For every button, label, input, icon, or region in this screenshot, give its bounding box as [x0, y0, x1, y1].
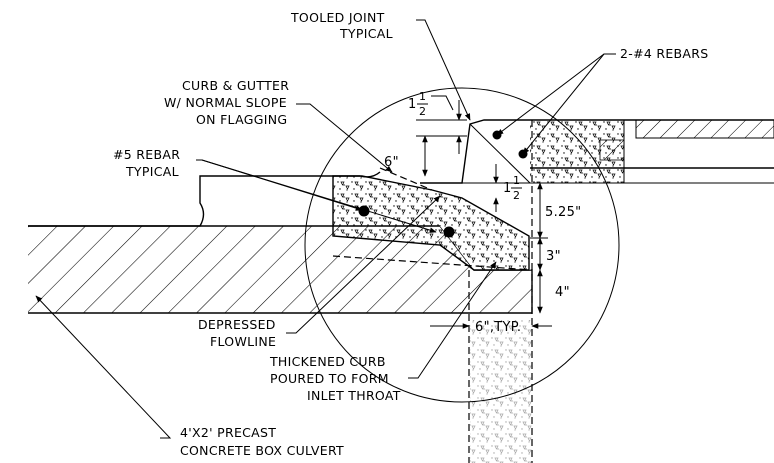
dimension-text: 2	[513, 189, 520, 202]
thickened-line3: INLET THROAT	[307, 388, 401, 403]
label-depressed: DEPRESSED FLOWLINE	[198, 317, 276, 349]
dim-4in: 4"	[555, 285, 570, 300]
label-culvert: 4'X2' PRECAST CONCRETE BOX CULVERT	[180, 425, 344, 458]
rebar-5-line2: TYPICAL	[125, 164, 179, 179]
leaders	[35, 19, 616, 439]
tooled-joint-line1: TOOLED JOINT	[290, 10, 385, 25]
label-thickened: THICKENED CURB POURED TO FORM INLET THRO…	[269, 354, 401, 403]
dimension-text: 1	[513, 174, 520, 187]
curb-gutter-line2: W/ NORMAL SLOPE	[164, 95, 287, 110]
thickened-curb	[332, 167, 533, 271]
tooled-joint-line2: TYPICAL	[339, 26, 393, 41]
thickened-line1: THICKENED CURB	[269, 354, 386, 369]
dimension-text: 1	[408, 97, 417, 112]
label-tooled-joint: TOOLED JOINT TYPICAL	[290, 10, 393, 41]
detail-circle	[304, 87, 620, 403]
rebar-5-line1: #5 REBAR	[113, 147, 180, 162]
dim-1-half-top: 1 1 2	[408, 90, 454, 118]
label-rebars-4: 2-#4 REBARS	[620, 46, 709, 61]
dimensions	[416, 100, 552, 329]
curb-top	[420, 119, 774, 184]
depressed-line1: DEPRESSED	[198, 317, 276, 332]
culvert-line2: CONCRETE BOX CULVERT	[180, 443, 344, 458]
thickened-line2: POURED TO FORM	[270, 371, 389, 386]
culvert-line1: 4'X2' PRECAST	[180, 425, 276, 440]
curb-gutter-line1: CURB & GUTTER	[182, 78, 289, 93]
dimension-text: 1	[419, 90, 426, 103]
dim-3in: 3"	[546, 249, 561, 264]
dim-6in: 6"	[384, 155, 399, 170]
dim-525: 5.25"	[545, 205, 581, 220]
curb-gutter-line3: ON FLAGGING	[196, 112, 287, 127]
dim-1-half-mid: 1 1 2	[503, 174, 522, 202]
flagging-profile	[28, 171, 381, 227]
depressed-line2: FLOWLINE	[210, 334, 276, 349]
dim-6typ: 6",TYP.	[475, 320, 521, 335]
label-rebar-5: #5 REBAR TYPICAL	[113, 147, 180, 179]
label-curb-gutter: CURB & GUTTER W/ NORMAL SLOPE ON FLAGGIN…	[164, 78, 289, 127]
inlet-wall	[468, 120, 540, 463]
rebar-5-b	[443, 226, 455, 238]
dimension-text: 1	[503, 181, 512, 196]
dimension-text: 2	[419, 105, 426, 118]
